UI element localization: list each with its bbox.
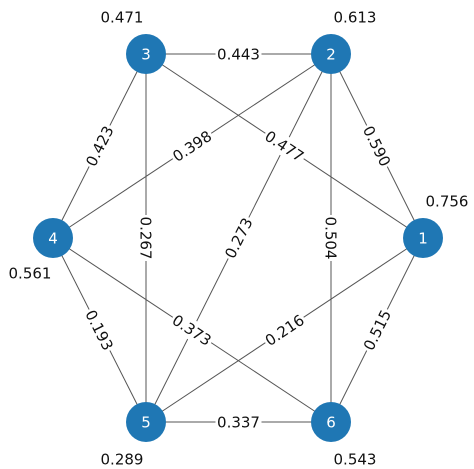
edge-label-group-4-5: 0.193 (80, 304, 119, 356)
edge-label-background (219, 212, 258, 264)
edge-label: 0.590 (359, 123, 394, 169)
node-label: 1 (418, 230, 428, 248)
edge-label-group-1-6: 0.515 (357, 304, 397, 356)
nodes-layer: 1 2 3 4 5 6 (33, 34, 443, 442)
node-4: 4 (33, 218, 73, 258)
edge-label: 0.337 (217, 414, 260, 432)
edge-label-background (80, 304, 119, 356)
node-label: 4 (48, 230, 58, 248)
node-3: 3 (126, 34, 166, 74)
node-circle (33, 218, 73, 258)
node-weight-6: 0.543 (334, 451, 377, 469)
edge-label: 0.477 (261, 127, 307, 166)
edge-label-background (215, 44, 262, 64)
edge-label-group-4-6: 0.373 (167, 308, 217, 352)
node-weights-layer: 0.756 0.613 0.471 0.561 0.289 0.543 (9, 9, 469, 469)
edge-label: 0.515 (360, 307, 395, 353)
node-weight-1: 0.756 (426, 193, 469, 211)
node-circle (311, 402, 351, 442)
edge-label-background (167, 124, 217, 168)
edge-label-group-3-2: 0.443 (215, 44, 262, 64)
edge-label-group-5-6: 0.337 (215, 412, 262, 432)
edge-label: 0.193 (81, 307, 116, 353)
node-weight-3: 0.471 (101, 9, 144, 27)
node-circle (311, 34, 351, 74)
edge-labels-layer: 0.443 0.423 0.267 0.477 0.398 0.273 0.504 0.590… (80, 44, 397, 432)
edge-label: 0.216 (262, 311, 308, 350)
edge-label-background (215, 412, 262, 432)
edge-label: 0.504 (322, 217, 340, 260)
node-2: 2 (311, 34, 351, 74)
edge-label-background (167, 308, 217, 352)
edge-label-group-3-4: 0.423 (80, 120, 119, 172)
node-6: 6 (311, 402, 351, 442)
node-weight-2: 0.613 (334, 9, 377, 27)
edge-label-background (80, 120, 119, 172)
edge-label-group-3-1: 0.477 (259, 124, 310, 168)
edge-label-background (357, 304, 397, 356)
node-weight-4: 0.561 (9, 265, 52, 283)
node-label: 2 (326, 46, 336, 64)
edge-label-background (136, 215, 156, 261)
node-circle (126, 34, 166, 74)
edge-label-group-2-1: 0.590 (357, 120, 397, 172)
edge-label: 0.443 (217, 46, 260, 64)
edge-label-group-2-5: 0.273 (219, 212, 258, 264)
edge-label-background (259, 308, 310, 352)
node-label: 6 (326, 414, 336, 432)
edge-label: 0.423 (82, 123, 117, 169)
edge-label: 0.273 (221, 215, 256, 261)
edge-label: 0.373 (169, 311, 215, 350)
node-5: 5 (126, 402, 166, 442)
edge-label-group-3-5: 0.267 (136, 215, 156, 261)
edge-label-group-2-4: 0.398 (167, 124, 217, 168)
edge-label: 0.398 (169, 127, 215, 166)
node-label: 3 (141, 46, 151, 64)
edge-label-background (259, 124, 310, 168)
edge-label-group-1-5: 0.216 (259, 308, 310, 352)
node-1: 1 (403, 218, 443, 258)
edge-label-background (357, 120, 397, 172)
edge-label-background (321, 215, 341, 261)
node-circle (126, 402, 166, 442)
edge-label-group-2-6: 0.504 (321, 215, 341, 261)
node-weight-5: 0.289 (101, 451, 144, 469)
edge-label: 0.267 (137, 217, 155, 260)
node-circle (403, 218, 443, 258)
node-label: 5 (141, 414, 151, 432)
